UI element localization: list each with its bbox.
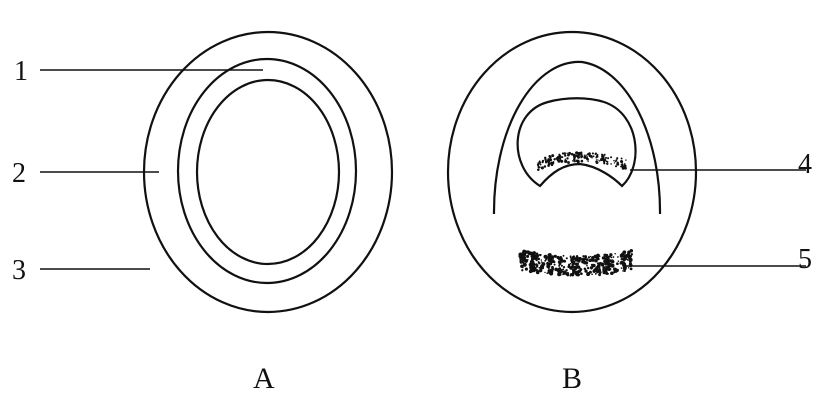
panel-b-outer-ring <box>448 32 696 312</box>
label-4: 4 <box>798 149 812 180</box>
label-3: 3 <box>12 255 26 286</box>
panel-b-crescent <box>518 98 636 186</box>
panel-a-outer-ring <box>144 32 392 312</box>
label-5: 5 <box>798 244 812 275</box>
panel-a-caption: A <box>253 362 275 394</box>
label-1: 1 <box>14 56 28 87</box>
panel-a: 1 2 3 A <box>12 32 392 394</box>
panel-b-caption: B <box>562 362 582 394</box>
region-4-stipple <box>537 151 627 171</box>
panel-a-middle-ring <box>178 59 356 283</box>
region-5-stipple <box>518 249 633 277</box>
label-2: 2 <box>12 158 26 189</box>
panel-a-inner-ring <box>197 80 339 264</box>
panel-b: 4 5 B <box>448 32 812 394</box>
